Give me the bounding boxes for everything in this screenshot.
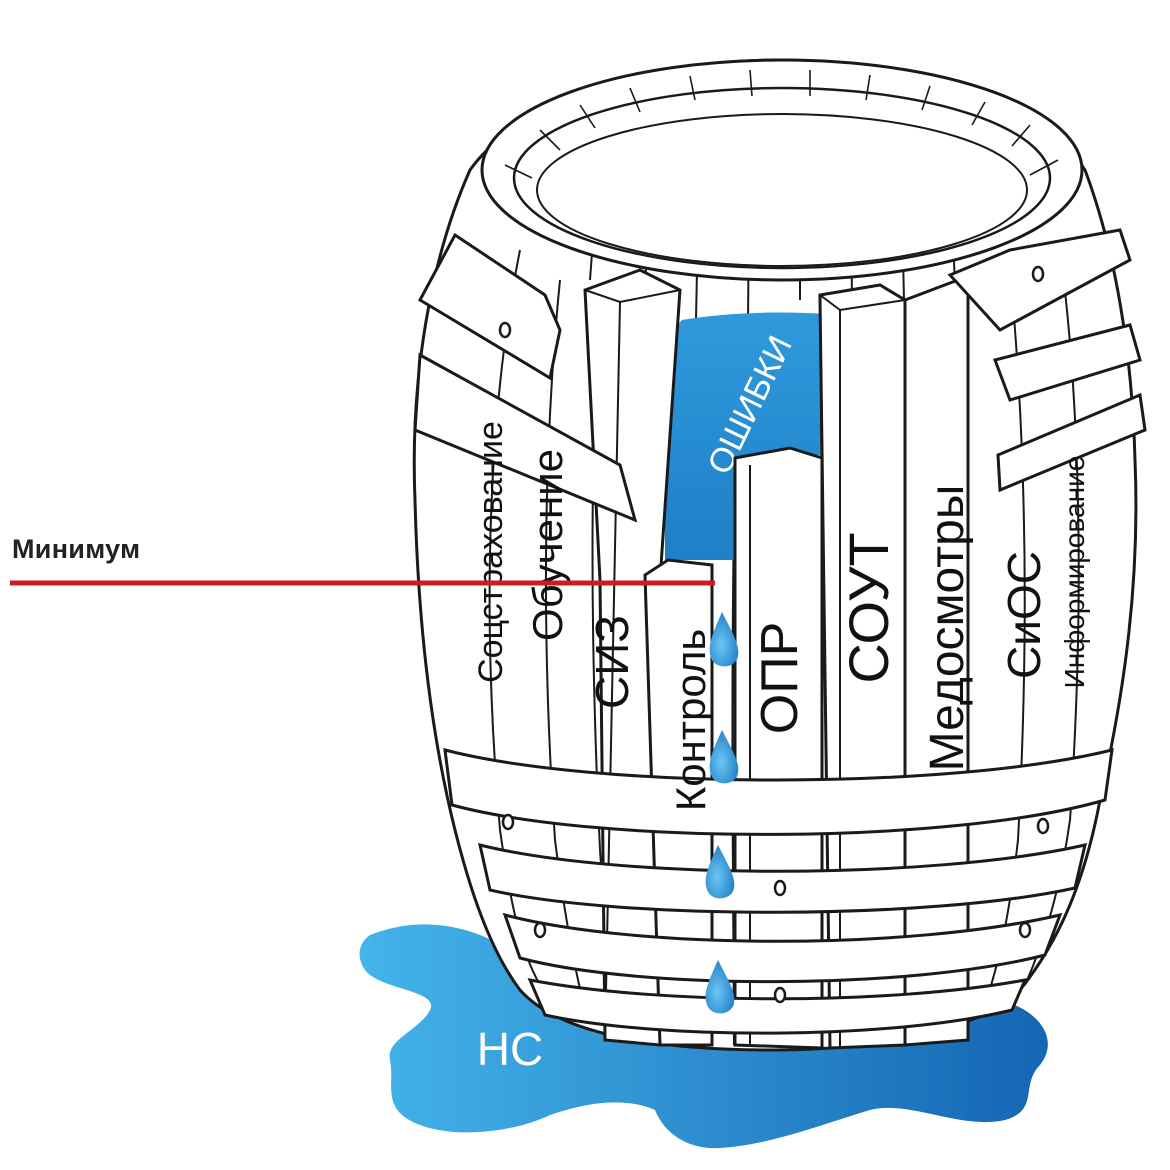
stave-label-siz: СИЗ <box>586 615 638 709</box>
stave-label-kontrol: Контроль <box>667 629 714 811</box>
minimum-label: Минимум <box>12 534 141 564</box>
water-drops <box>705 612 739 1014</box>
stave-label-inform: Информирование <box>1059 456 1090 689</box>
stave-label-opr: ОПР <box>751 622 809 735</box>
stave-labels: Соцстрахование Обучение СИЗ Контроль ОПР… <box>472 421 1090 811</box>
stave-label-sotsstrakh: Соцстрахование <box>472 421 510 683</box>
stave-label-sios: СиОС <box>998 551 1050 679</box>
stave-label-medosmotry: Медосмотры <box>921 485 974 772</box>
puddle-label: НС <box>477 1023 543 1075</box>
stave-label-sout: СОУТ <box>837 532 900 683</box>
stave-label-obuchenie: Обучение <box>524 449 571 641</box>
barrel-rim <box>480 58 1084 282</box>
barrel-rivets <box>498 265 1050 1004</box>
